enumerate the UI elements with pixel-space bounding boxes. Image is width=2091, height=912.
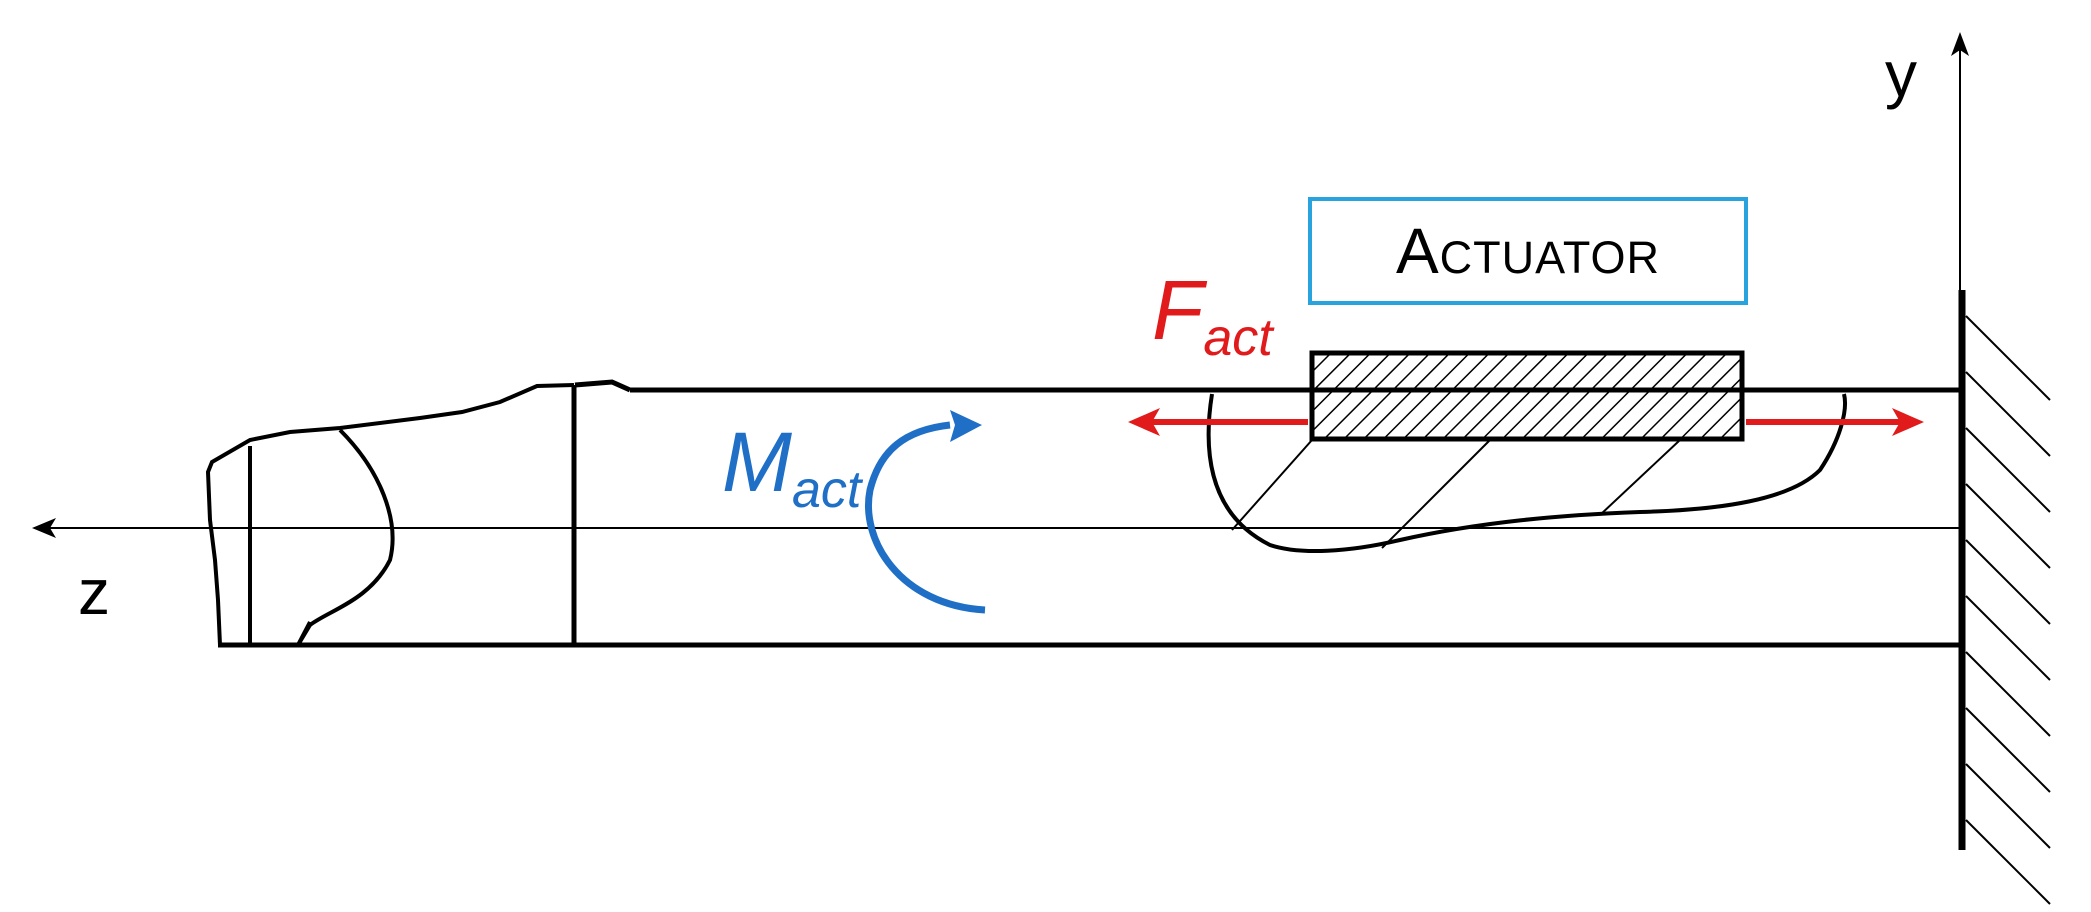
moment-label: Mact	[722, 420, 861, 516]
moment-symbol: M	[722, 415, 792, 509]
z-axis-label: z	[78, 556, 110, 628]
strain-region	[1206, 393, 1847, 554]
fixed-wall	[1958, 290, 2051, 905]
actuator-label-box: Actuator	[1308, 197, 1748, 305]
force-label: Fact	[1152, 268, 1273, 364]
force-subscript: act	[1203, 309, 1273, 367]
moment-arrow	[865, 410, 986, 614]
y-axis-label: y	[1885, 38, 1917, 110]
z-axis	[32, 518, 1960, 538]
moment-subscript: act	[791, 461, 862, 519]
fingertip	[205, 383, 575, 647]
actuator-label: Actuator	[1395, 215, 1661, 287]
y-axis	[1951, 32, 1969, 290]
force-arrows	[1128, 408, 1924, 436]
force-symbol: F	[1152, 263, 1204, 357]
actuator-patch	[1309, 350, 1745, 442]
